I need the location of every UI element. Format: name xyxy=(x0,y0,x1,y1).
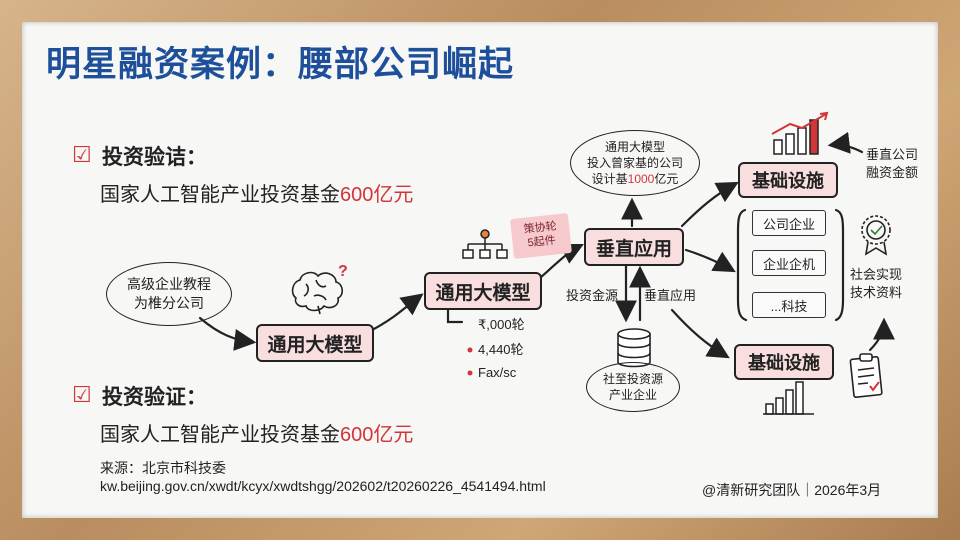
infrastructure-box-bottom: 基础设施 xyxy=(734,344,834,380)
section2-amount: 600亿元 xyxy=(340,424,414,446)
top-oval-line3-amount: 1000 xyxy=(627,172,655,186)
db-oval-line2: 产业企业 xyxy=(608,388,657,402)
brain-icon xyxy=(291,271,344,315)
general-model-box-1: 通用大模型 xyxy=(256,324,374,362)
right-label-top-line1: 垂直公司 xyxy=(866,147,919,162)
credit: @清新研究团队｜2026年3月 xyxy=(702,482,882,498)
top-oval: 通用大模型 投入曾家基的公司 设计基1000亿元 xyxy=(570,130,700,196)
right-label-mid-line1: 社会实现 xyxy=(850,267,903,282)
section2-heading: 投资验证： xyxy=(102,386,207,409)
section2-text: 国家人工智能产业投资基金600亿元 xyxy=(100,418,413,447)
source-label: 来源：北京市科技委 xyxy=(100,460,226,476)
list-item: Fax/sc xyxy=(478,365,517,380)
section1-amount: 600亿元 xyxy=(340,184,414,206)
top-oval-line3: 设计基1000亿元 xyxy=(587,171,683,187)
section2-prefix: 国家人工智能产业投资基金 xyxy=(100,424,340,446)
infrastructure-box-top: 基础设施 xyxy=(738,162,838,198)
stack-item: 公司企业 xyxy=(752,210,826,236)
right-label-top: 垂直公司 融资金额 xyxy=(866,146,918,182)
sticky-note: 策协轮 5起件 xyxy=(510,213,572,259)
checkbox-icon: ☑ xyxy=(72,382,92,407)
list-item: ₹,000轮 xyxy=(478,317,525,332)
start-oval: 高级企业教程 为椎分公司 xyxy=(106,262,232,326)
growth-chart-icon xyxy=(771,111,829,155)
section1-text: 国家人工智能产业投资基金600亿元 xyxy=(100,178,413,207)
start-oval-line2: 为椎分公司 xyxy=(134,295,204,311)
db-oval-line1: 社至投资源 xyxy=(602,372,663,386)
right-label-mid-line2: 技术资料 xyxy=(850,285,903,300)
right-label-top-line2: 融资金额 xyxy=(866,165,919,180)
stack-item: ...科技 xyxy=(752,292,826,318)
top-oval-line1: 通用大模型 xyxy=(604,140,665,154)
bar-chart-icon xyxy=(763,381,814,415)
vertical-app-box: 垂直应用 xyxy=(584,228,684,266)
question-mark: ? xyxy=(338,263,348,280)
org-chart-icon xyxy=(462,229,508,259)
invest-source-label: 投资金源 xyxy=(566,288,619,303)
right-label-mid: 社会实现 技术资料 xyxy=(850,266,902,302)
section1-heading: 投资验诘： xyxy=(102,146,207,169)
source-url[interactable]: kw.beijing.gov.cn/xwdt/kcyx/xwdtshgg/202… xyxy=(100,478,546,494)
checkbox-icon: ☑ xyxy=(72,142,92,167)
stack-item: 企业企机 xyxy=(752,250,826,276)
certificate-badge-icon xyxy=(861,215,891,256)
clipboard-icon xyxy=(849,353,883,398)
page-title: 明星融资案例：腰部公司崛起 xyxy=(46,45,515,84)
section1-prefix: 国家人工智能产业投资基金 xyxy=(100,184,340,206)
top-oval-line3-suffix: 亿元 xyxy=(654,172,679,186)
vertical-app-label: 垂直应用 xyxy=(644,288,697,303)
list-item: 4,440轮 xyxy=(478,342,524,357)
general-model-box-2: 通用大模型 xyxy=(424,272,542,310)
db-oval: 社至投资源 产业企业 xyxy=(586,362,680,412)
start-oval-line1: 高级企业教程 xyxy=(127,276,211,292)
top-oval-line3-prefix: 设计基 xyxy=(591,172,628,186)
top-oval-line2: 投入曾家基的公司 xyxy=(586,156,683,170)
